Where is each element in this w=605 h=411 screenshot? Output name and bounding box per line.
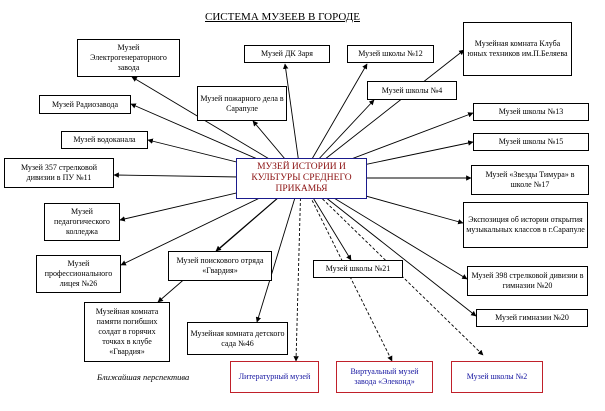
museum-radio-plant: Музей Радиозавода [39, 95, 131, 114]
museum-young-technicians: Музейная комната Клуба юных техников им.… [463, 22, 572, 76]
museum-power-plant: Музей Электрогенераторного завода [77, 39, 180, 77]
museum-pedagogical-college: Музей педагогического колледжа [44, 203, 120, 241]
future-literary-museum: Литературный музей [230, 361, 319, 393]
museum-school-15: Музей школы №15 [473, 133, 589, 151]
arrow-to-literary-museum [293, 177, 302, 362]
museum-school-21: Музей школы №21 [313, 260, 403, 278]
museum-water-utility: Музей водоканала [61, 131, 148, 149]
museum-music-classes: Экспозиция об истории открытия музыкальн… [463, 202, 588, 248]
museum-kindergarten-46: Музейная комната детского сада №46 [187, 322, 288, 355]
arrow-to-gymnasium-20 [300, 177, 477, 317]
future-school-2-museum: Музей школы №2 [451, 361, 543, 393]
perspective-caption: Ближайшая перспектива [97, 372, 190, 382]
museum-school-13: Музей школы №13 [473, 103, 589, 121]
museum-search-squad: Музей поискового отряда «Гвардия» [168, 251, 272, 281]
page-title: СИСТЕМА МУЗЕЕВ В ГОРОДЕ [205, 11, 360, 23]
arrow-to-kindergarten-46 [255, 177, 302, 323]
arrow-to-young-technicians [300, 49, 465, 179]
future-elekond-virtual-museum: Виртуальный музей завода «Элеконд» [336, 361, 433, 393]
museum-vocational-lyceum-26: Музей профессионального лицея №26 [36, 255, 121, 293]
museum-timur-stars: Музей «Звезды Тимура» в школе №17 [471, 165, 589, 195]
museum-school-12: Музей школы №12 [347, 45, 434, 63]
museum-fire-service: Музей пожарного дела в Сарапуле [197, 86, 287, 121]
museum-school-4: Музей школы №4 [367, 81, 457, 100]
museum-division-357: Музей 357 стрелковой дивизии в ПУ №11 [4, 158, 114, 188]
museum-fallen-soldiers: Музейная комната памяти погибших солдат … [84, 302, 170, 362]
museum-dk-zarya: Музей ДК Заря [244, 45, 330, 63]
museum-division-398: Музей 398 стрелковой дивизии в гимназии … [467, 266, 588, 296]
central-museum-box: МУЗЕЙ ИСТОРИИ И КУЛЬТУРЫ СРЕДНЕГО ПРИКАМ… [236, 158, 367, 199]
museum-gymnasium-20: Музей гимназии №20 [476, 309, 588, 327]
